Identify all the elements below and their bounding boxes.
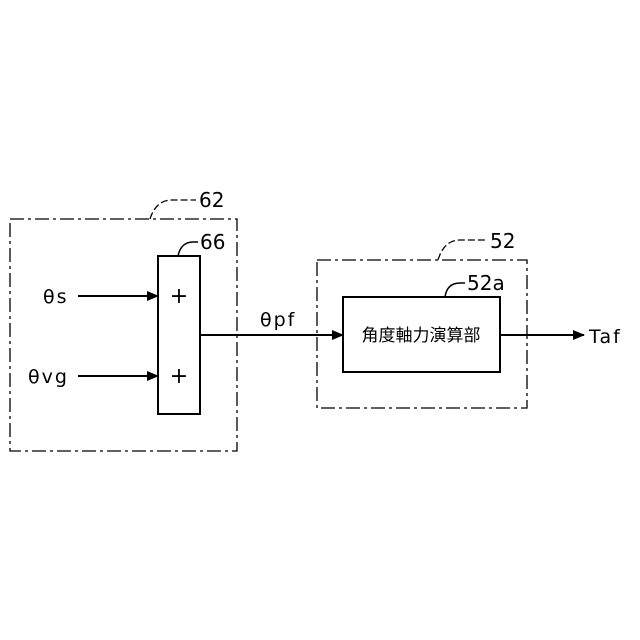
input-label-theta-s: θs <box>43 286 69 308</box>
leader-52a <box>445 283 465 297</box>
adder-plus-top: + <box>170 284 188 309</box>
signal-label-theta-pf: θpf <box>260 309 296 331</box>
ref-label-62: 62 <box>199 188 224 212</box>
output-label-taf: Taf <box>588 326 622 348</box>
leader-52 <box>438 240 486 260</box>
leader-66 <box>178 242 198 256</box>
leader-62 <box>150 200 196 219</box>
input-label-theta-vg: θvg <box>28 366 69 388</box>
adder-plus-bottom: + <box>170 364 188 389</box>
ref-label-66: 66 <box>200 230 225 254</box>
ref-label-52: 52 <box>490 229 515 253</box>
ref-label-52a: 52a <box>467 271 505 295</box>
block-52a-name: 角度軸力演算部 <box>362 326 481 346</box>
adder-block-66 <box>158 256 200 414</box>
